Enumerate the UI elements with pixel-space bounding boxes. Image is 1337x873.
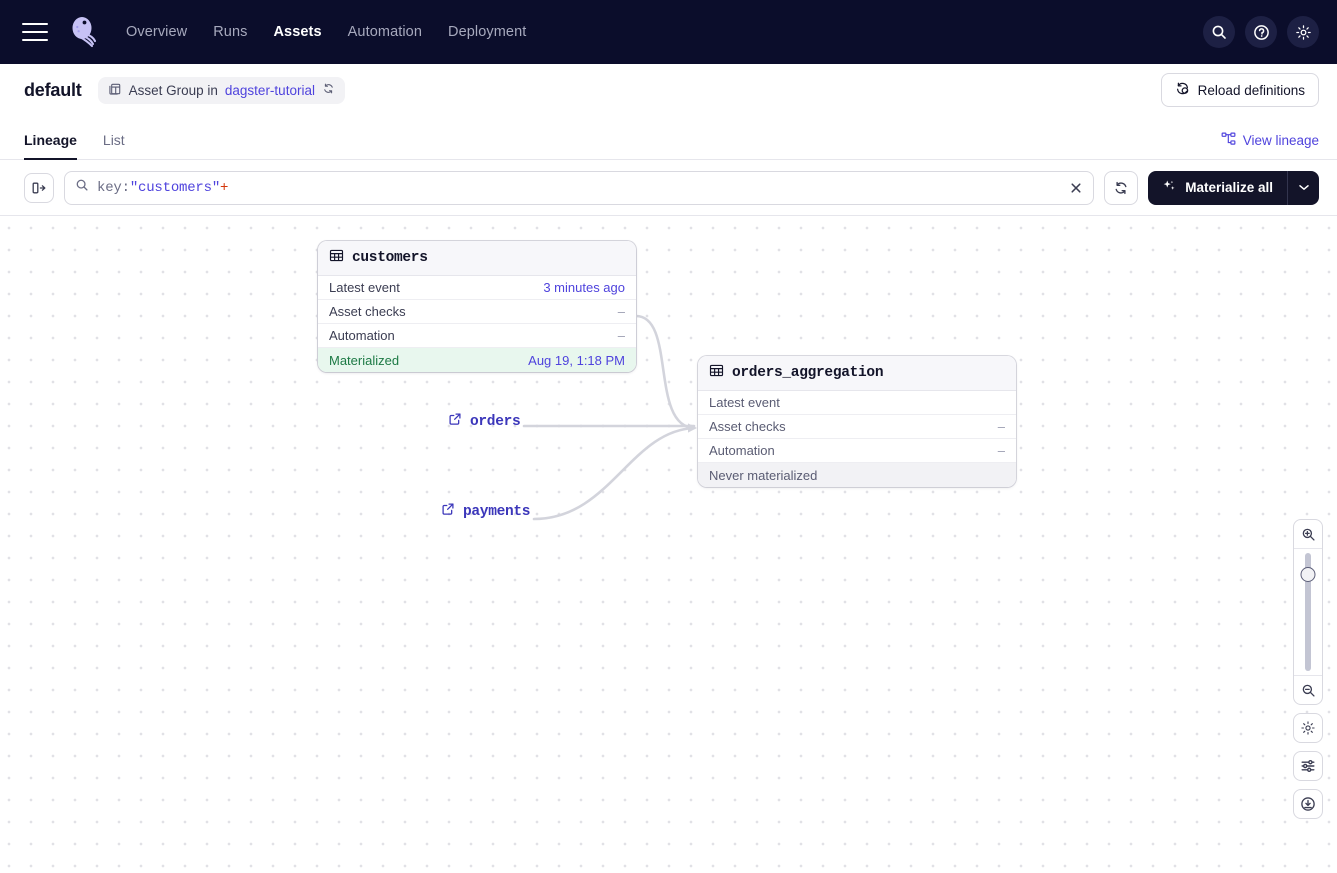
- row-label: Latest event: [709, 395, 780, 410]
- asset-node-row-latest-event: Latest event: [698, 391, 1016, 415]
- asset-group-chip[interactable]: Asset Group in dagster-tutorial: [97, 76, 345, 104]
- asset-node-title: customers: [352, 250, 428, 266]
- asset-node-header: customers: [318, 241, 636, 276]
- graph-filters-sliders-icon[interactable]: [1293, 751, 1323, 781]
- asset-group-icon: [108, 82, 122, 99]
- asset-node-row-automation: Automation –: [698, 439, 1016, 463]
- gear-icon[interactable]: [1287, 16, 1319, 48]
- asset-node-row-latest-event: Latest event 3 minutes ago: [318, 276, 636, 300]
- search-token-operator: +: [220, 179, 229, 196]
- tab-list[interactable]: List: [102, 132, 125, 148]
- search-token-colon: :: [121, 179, 130, 196]
- page-header: default Asset Group in dagster-tutorial: [0, 64, 1337, 116]
- zoom-in-icon[interactable]: [1294, 520, 1322, 548]
- zoom-slider-handle[interactable]: [1300, 567, 1316, 582]
- zoom-out-icon[interactable]: [1294, 676, 1322, 704]
- asset-search-input[interactable]: key:"customers"+: [64, 170, 1095, 205]
- top-navigation-bar: Overview Runs Assets Automation Deployme…: [0, 0, 1337, 64]
- nav-link-overview[interactable]: Overview: [126, 24, 188, 40]
- status-label: Never materialized: [709, 467, 818, 483]
- row-label: Asset checks: [329, 304, 406, 319]
- external-asset-label: orders: [470, 413, 521, 430]
- tabs-row: Lineage List View lineage: [0, 116, 1337, 160]
- lineage-graph-canvas[interactable]: customers Latest event 3 minutes ago Ass…: [0, 216, 1337, 873]
- primary-nav-links: Overview Runs Assets Automation Deployme…: [126, 24, 526, 40]
- row-value: –: [997, 443, 1005, 458]
- materialize-all-group[interactable]: Materialize all: [1148, 170, 1319, 205]
- status-label: Materialized: [329, 352, 400, 368]
- search-token-key: key: [97, 179, 122, 196]
- search-icon: [75, 178, 89, 197]
- row-label: Automation: [709, 443, 775, 458]
- table-icon: [329, 248, 344, 268]
- hamburger-icon[interactable]: [22, 23, 48, 41]
- edge-customers-to-orders-aggregation: [634, 314, 696, 430]
- page-title: default: [24, 79, 82, 100]
- close-icon[interactable]: [1065, 177, 1087, 199]
- edge-payments-to-orders-aggregation: [532, 426, 696, 521]
- row-value: –: [617, 328, 625, 343]
- nav-link-assets[interactable]: Assets: [273, 24, 322, 40]
- zoom-panel: [1293, 519, 1323, 705]
- zoom-slider-track: [1305, 553, 1311, 671]
- help-icon[interactable]: [1245, 16, 1277, 48]
- asset-node-orders-aggregation[interactable]: orders_aggregation Latest event Asset ch…: [698, 356, 1016, 487]
- row-label: Automation: [329, 328, 395, 343]
- view-lineage-label: View lineage: [1242, 133, 1319, 148]
- reload-definitions-button[interactable]: Reload definitions: [1160, 73, 1319, 107]
- asset-node-status-materialized: Materialized Aug 19, 1:18 PM: [318, 348, 636, 372]
- view-lineage-link[interactable]: View lineage: [1221, 132, 1319, 149]
- zoom-controls: [1293, 519, 1323, 819]
- dagster-logo[interactable]: [66, 14, 102, 50]
- nav-actions: [1203, 0, 1319, 64]
- row-label: Asset checks: [709, 419, 786, 434]
- asset-node-row-asset-checks: Asset checks –: [698, 415, 1016, 439]
- asset-node-title: orders_aggregation: [732, 365, 884, 381]
- refresh-icon[interactable]: [1104, 170, 1139, 205]
- graph-toolbar: key:"customers"+ Materialize all: [0, 160, 1337, 216]
- lineage-icon: [1221, 132, 1236, 149]
- row-value[interactable]: 3 minutes ago: [543, 280, 625, 295]
- graph-edges: [522, 314, 697, 521]
- asset-node-header: orders_aggregation: [698, 356, 1016, 391]
- external-link-icon: [448, 412, 462, 431]
- status-value[interactable]: Aug 19, 1:18 PM: [528, 352, 625, 368]
- external-asset-label: payments: [463, 503, 531, 520]
- materialize-all-button[interactable]: Materialize all: [1148, 171, 1287, 205]
- nav-link-automation[interactable]: Automation: [347, 24, 423, 40]
- asset-group-chip-prefix: Asset Group in: [128, 82, 218, 98]
- nav-link-deployment[interactable]: Deployment: [448, 24, 527, 40]
- asset-group-chip-link[interactable]: dagster-tutorial: [224, 82, 315, 98]
- row-label: Latest event: [329, 280, 400, 295]
- reload-icon[interactable]: [322, 82, 335, 98]
- nav-link-runs[interactable]: Runs: [213, 24, 248, 40]
- edge-arrowheads: [688, 423, 697, 433]
- row-value: –: [997, 419, 1005, 434]
- recenter-graph-icon[interactable]: [1293, 789, 1323, 819]
- table-icon: [709, 363, 724, 383]
- tab-lineage[interactable]: Lineage: [24, 132, 77, 160]
- asset-node-row-asset-checks: Asset checks –: [318, 300, 636, 324]
- reload-definitions-label: Reload definitions: [1197, 82, 1305, 98]
- graph-settings-gear-icon[interactable]: [1293, 713, 1323, 743]
- sparkle-icon: [1162, 179, 1177, 197]
- materialize-all-label: Materialize all: [1185, 180, 1273, 195]
- expand-panel-icon[interactable]: [24, 172, 54, 203]
- zoom-slider[interactable]: [1294, 548, 1322, 676]
- asset-node-status-never-materialized: Never materialized: [698, 463, 1016, 487]
- search-query: key:"customers"+: [97, 180, 228, 196]
- asset-node-row-automation: Automation –: [318, 324, 636, 348]
- search-icon[interactable]: [1203, 16, 1235, 48]
- row-value: –: [617, 304, 625, 319]
- search-token-value: "customers": [129, 179, 221, 196]
- external-asset-payments[interactable]: payments: [441, 502, 531, 521]
- chevron-down-icon[interactable]: [1287, 170, 1319, 205]
- reload-definitions-icon: [1175, 81, 1190, 99]
- external-asset-orders[interactable]: orders: [448, 412, 521, 431]
- asset-node-customers[interactable]: customers Latest event 3 minutes ago Ass…: [318, 241, 636, 372]
- external-link-icon: [441, 502, 455, 521]
